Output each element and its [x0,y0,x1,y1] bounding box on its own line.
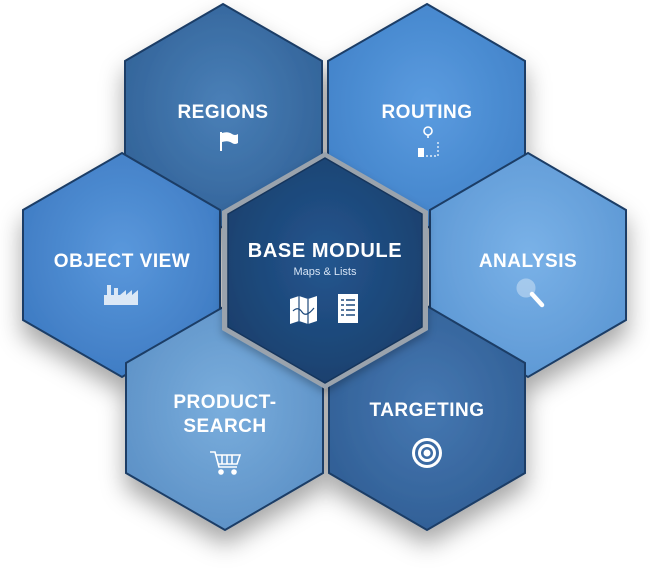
hex-analysis[interactable]: ANALYSIS [429,151,627,379]
shopping-cart-icon [210,451,242,475]
factory-icon [104,285,138,305]
hex-analysis-label: ANALYSIS [479,251,577,272]
list-document-icon [338,294,358,323]
hex-regions-label: REGIONS [177,102,268,123]
hex-targeting-label: TARGETING [370,400,485,421]
target-icon [412,438,442,468]
hex-product-search[interactable]: PRODUCT- SEARCH [125,304,324,532]
hex-object-view-label: OBJECT VIEW [54,251,190,272]
hex-object-view[interactable]: OBJECT VIEW [22,151,221,379]
map-icon [290,296,317,324]
magnifier-icon [516,278,545,308]
base-module-subtitle: Maps & Lists [294,266,357,278]
hex-product-search-label-line1: PRODUCT- [173,392,276,413]
hex-cluster: REGIONS ROUTING OBJECT VIEW [22,2,627,532]
flag-icon [220,132,238,151]
hex-product-search-label-line2: SEARCH [183,416,266,437]
hex-base-module[interactable]: BASE MODULE Maps & Lists [222,152,428,389]
hex-routing-label: ROUTING [381,102,472,123]
base-module-title: BASE MODULE [248,240,402,262]
route-pin-icon [418,126,439,157]
